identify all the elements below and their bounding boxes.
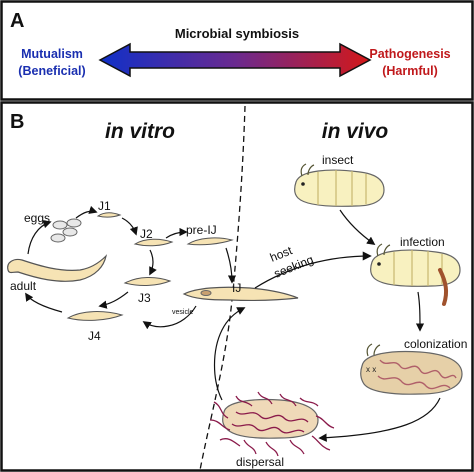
infection-label: infection <box>400 235 445 249</box>
eggs-cluster <box>50 218 82 243</box>
mutualism-label: Mutualism <box>21 47 83 61</box>
arrow-j3-j4 <box>98 291 129 309</box>
insect-label: insect <box>322 153 354 167</box>
arrow-colonization-dispersal <box>318 397 441 442</box>
arrow-j4-adult <box>25 292 63 313</box>
svg-text:x x: x x <box>366 365 376 374</box>
arrow-preij-ij <box>225 247 237 284</box>
arrow-dispersal-ij <box>213 307 246 401</box>
j3-worm <box>123 277 172 286</box>
insect-larva <box>294 163 385 207</box>
in-vivo-label: in vivo <box>322 120 389 143</box>
arrow-j2-j3 <box>149 249 157 276</box>
j1-worm <box>96 212 122 218</box>
arrow-infection-colonization <box>415 291 425 332</box>
beneficial-label: (Beneficial) <box>18 64 85 78</box>
arrow-eggs-j1 <box>75 205 98 219</box>
j2-worm <box>133 238 174 247</box>
adult-worm <box>7 254 107 282</box>
panel-a-letter: A <box>10 10 24 32</box>
colonization-label: colonization <box>404 337 467 351</box>
infected-larva <box>370 243 461 306</box>
ij-label: IJ <box>232 281 241 295</box>
pre-ij-worm <box>186 237 234 246</box>
dispersal-label: dispersal <box>236 455 284 469</box>
symbiosis-double-arrow <box>98 42 372 78</box>
panel-b-letter: B <box>10 111 24 133</box>
arrow-adult-eggs <box>27 220 52 255</box>
panel-b-frame <box>0 101 474 472</box>
arrow-j2-preij <box>165 227 188 239</box>
in-vitro-label: in vitro <box>105 120 175 143</box>
j4-label: J4 <box>88 329 101 343</box>
microbial-symbiosis-label: Microbial symbiosis <box>175 26 299 41</box>
dispersal-cadaver <box>209 391 335 457</box>
invading-nematode <box>438 268 449 306</box>
arrow-insect-infection <box>339 209 376 245</box>
vesicle-shape <box>200 290 212 296</box>
vesicle-label: vesicle <box>172 309 194 316</box>
adult-label: adult <box>10 279 37 293</box>
pre-ij-label: pre-IJ <box>186 223 217 237</box>
j2-label: J2 <box>140 227 153 241</box>
arrow-ij-j4 <box>142 305 197 330</box>
host-seeking-arrow <box>254 251 372 289</box>
ij-worm <box>182 286 299 301</box>
harmful-label: (Harmful) <box>382 64 438 78</box>
j3-label: J3 <box>138 291 151 305</box>
arrow-j1-j2 <box>121 217 138 236</box>
j1-label: J1 <box>98 199 111 213</box>
panel-a-frame <box>0 0 474 101</box>
colonized-cadaver: x x <box>360 343 463 395</box>
eggs-label: eggs <box>24 211 50 225</box>
pathogenesis-label: Pathogenesis <box>369 47 450 61</box>
j4-worm <box>66 311 124 321</box>
